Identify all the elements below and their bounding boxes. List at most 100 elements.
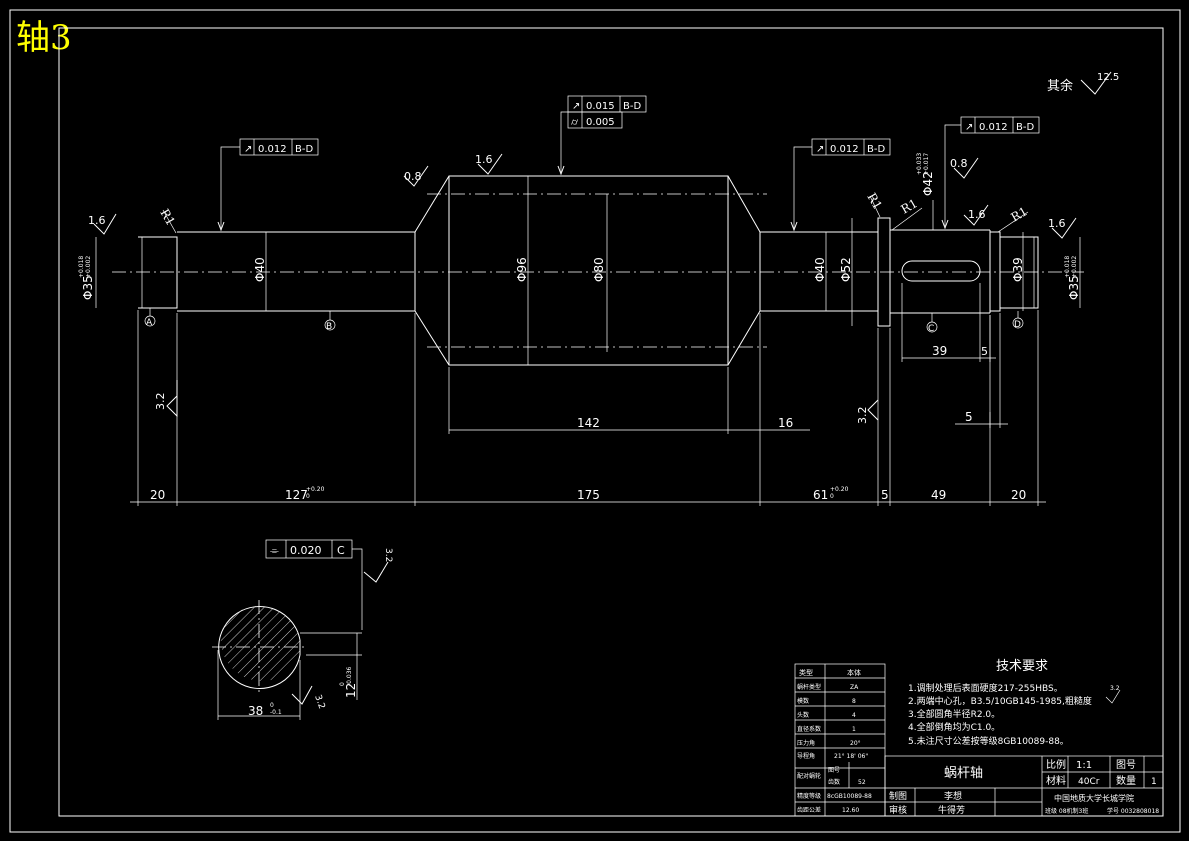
svg-text:齿距公差: 齿距公差 xyxy=(797,806,821,814)
tolerance-frame-1: ↗ 0.012 B-D xyxy=(217,138,319,232)
svg-text:3.2: 3.2 xyxy=(1110,685,1120,692)
drawing-frame xyxy=(58,27,1164,817)
svg-text:中国地质大学长城学院: 中国地质大学长城学院 xyxy=(1054,793,1134,803)
dimension-keyway: 39 5 5 xyxy=(902,344,1008,425)
svg-text:C: C xyxy=(928,324,934,334)
svg-text:头数: 头数 xyxy=(797,711,809,719)
tolerance-frame-3: ↗ 0.012 B-D xyxy=(790,138,891,232)
svg-text:1:1: 1:1 xyxy=(1076,760,1092,771)
svg-text:配对蜗轮: 配对蜗轮 xyxy=(797,772,821,780)
svg-text:+0.018: +0.018 xyxy=(78,256,85,278)
svg-text:B-D: B-D xyxy=(623,101,641,112)
svg-text:1.6: 1.6 xyxy=(475,153,493,166)
svg-text:图号: 图号 xyxy=(1116,759,1136,771)
svg-text:审核: 审核 xyxy=(889,804,907,816)
svg-text:0.012: 0.012 xyxy=(979,122,1008,133)
dim-20-right: 20 xyxy=(1011,488,1026,502)
svg-text:+0.002: +0.002 xyxy=(1071,256,1078,278)
extension-lines xyxy=(137,283,1039,506)
svg-text:Φ40: Φ40 xyxy=(253,257,267,282)
svg-text:Φ35: Φ35 xyxy=(1067,275,1081,300)
section-view: 12 0 -0.036 38 0 -0.1 3.2 3.2 ⌯ 0.020 C xyxy=(212,539,393,720)
svg-text:Φ96: Φ96 xyxy=(515,257,529,282)
svg-text:3.2: 3.2 xyxy=(312,694,326,711)
other-roughness-note: 其余 12.5 xyxy=(1047,71,1119,95)
svg-text:0.8: 0.8 xyxy=(950,157,968,170)
dim-20-left: 20 xyxy=(150,488,165,502)
svg-text:ZA: ZA xyxy=(850,684,859,691)
dim-175: 175 xyxy=(577,488,600,502)
dimension-142-16: 142 16 xyxy=(449,416,810,431)
svg-text:5: 5 xyxy=(981,345,988,358)
svg-text:Φ52: Φ52 xyxy=(839,257,853,282)
svg-text:16: 16 xyxy=(778,416,793,430)
svg-text:1: 1 xyxy=(852,726,856,733)
svg-text:类型: 类型 xyxy=(799,668,813,677)
svg-text:C: C xyxy=(337,544,345,557)
svg-text:A: A xyxy=(146,318,153,328)
svg-text:Φ40: Φ40 xyxy=(813,257,827,282)
svg-text:3.2: 3.2 xyxy=(383,548,393,562)
svg-text:8: 8 xyxy=(852,698,856,705)
svg-text:齿数: 齿数 xyxy=(828,778,840,786)
sheet-title: 轴3 xyxy=(16,18,72,58)
svg-text:B: B xyxy=(326,322,332,332)
svg-text:-0.1: -0.1 xyxy=(270,709,282,716)
svg-text:3.2: 3.2 xyxy=(154,393,167,411)
svg-text:3.2: 3.2 xyxy=(856,407,869,425)
svg-text:4: 4 xyxy=(852,712,856,719)
svg-text:直径系数: 直径系数 xyxy=(797,725,821,733)
svg-text:其余: 其余 xyxy=(1047,78,1073,94)
svg-text:图号: 图号 xyxy=(828,767,840,774)
svg-text:8cGB10089-88: 8cGB10089-88 xyxy=(827,793,872,800)
svg-text:2.两端中心孔，B3.5/10GB145-1985,粗糙度: 2.两端中心孔，B3.5/10GB145-1985,粗糙度 xyxy=(908,695,1092,707)
tolerance-frame-4: ↗ 0.012 B-D xyxy=(941,116,1040,230)
svg-text:0: 0 xyxy=(339,682,346,686)
title-block: 蜗杆轴 比例 1:1 图号 材料 40Cr 数量 1 制图 李想 审核 牛得芳 … xyxy=(884,755,1164,817)
svg-text:0.005: 0.005 xyxy=(586,117,615,128)
svg-text:⌭: ⌭ xyxy=(571,117,579,128)
svg-text:压力角: 压力角 xyxy=(797,739,815,747)
dimension-chain-bottom: 20 127 +0.20 0 175 61 +0.20 0 5 49 20 xyxy=(130,486,1046,503)
svg-text:5: 5 xyxy=(965,410,973,424)
svg-text:导程角: 导程角 xyxy=(797,752,815,760)
svg-text:+0.20: +0.20 xyxy=(306,486,325,493)
svg-text:本体: 本体 xyxy=(847,668,861,677)
shaft-outline xyxy=(112,175,1084,366)
svg-text:R1: R1 xyxy=(1009,204,1030,224)
svg-text:⌯: ⌯ xyxy=(270,544,279,557)
keyway xyxy=(901,260,981,282)
svg-text:1.6: 1.6 xyxy=(88,214,106,227)
svg-text:R1: R1 xyxy=(864,191,884,212)
svg-text:21° 18' 06": 21° 18' 06" xyxy=(834,753,868,760)
svg-text:0: 0 xyxy=(830,493,834,500)
svg-text:-0.036: -0.036 xyxy=(346,666,353,686)
svg-text:Φ42: Φ42 xyxy=(921,171,935,196)
svg-text:蜗杆类型: 蜗杆类型 xyxy=(797,683,821,691)
svg-text:0.020: 0.020 xyxy=(290,544,322,557)
svg-text:142: 142 xyxy=(577,416,600,430)
technical-requirements: 技术要求 1.调制处理后表面硬度217-255HBS。 2.两端中心孔，B3.5… xyxy=(908,659,1121,747)
svg-text:↗: ↗ xyxy=(572,101,580,112)
svg-text:1.调制处理后表面硬度217-255HBS。: 1.调制处理后表面硬度217-255HBS。 xyxy=(908,682,1063,694)
svg-text:0: 0 xyxy=(306,493,310,500)
svg-text:40Cr: 40Cr xyxy=(1078,777,1100,787)
part-name: 蜗杆轴 xyxy=(944,765,983,781)
svg-text:12: 12 xyxy=(344,683,358,698)
fillet-radii: R1 R1 R1 R1 xyxy=(157,191,1030,234)
svg-text:+0.017: +0.017 xyxy=(923,153,930,175)
svg-text:12.5: 12.5 xyxy=(1097,72,1119,83)
svg-text:1: 1 xyxy=(1151,777,1157,787)
dim-61: 61 xyxy=(813,488,828,502)
svg-text:牛得芳: 牛得芳 xyxy=(938,804,965,816)
svg-text:0.012: 0.012 xyxy=(258,144,287,155)
svg-text:↗: ↗ xyxy=(965,122,973,133)
svg-text:1.6: 1.6 xyxy=(1048,217,1066,230)
svg-text:+0.20: +0.20 xyxy=(830,486,849,493)
svg-text:学号 0032808018: 学号 0032808018 xyxy=(1107,807,1159,815)
svg-text:20°: 20° xyxy=(850,740,861,747)
svg-text:↗: ↗ xyxy=(816,144,824,155)
datum-markers: A B C D xyxy=(144,308,1024,334)
svg-text:班级 08机制3班: 班级 08机制3班 xyxy=(1045,807,1088,815)
